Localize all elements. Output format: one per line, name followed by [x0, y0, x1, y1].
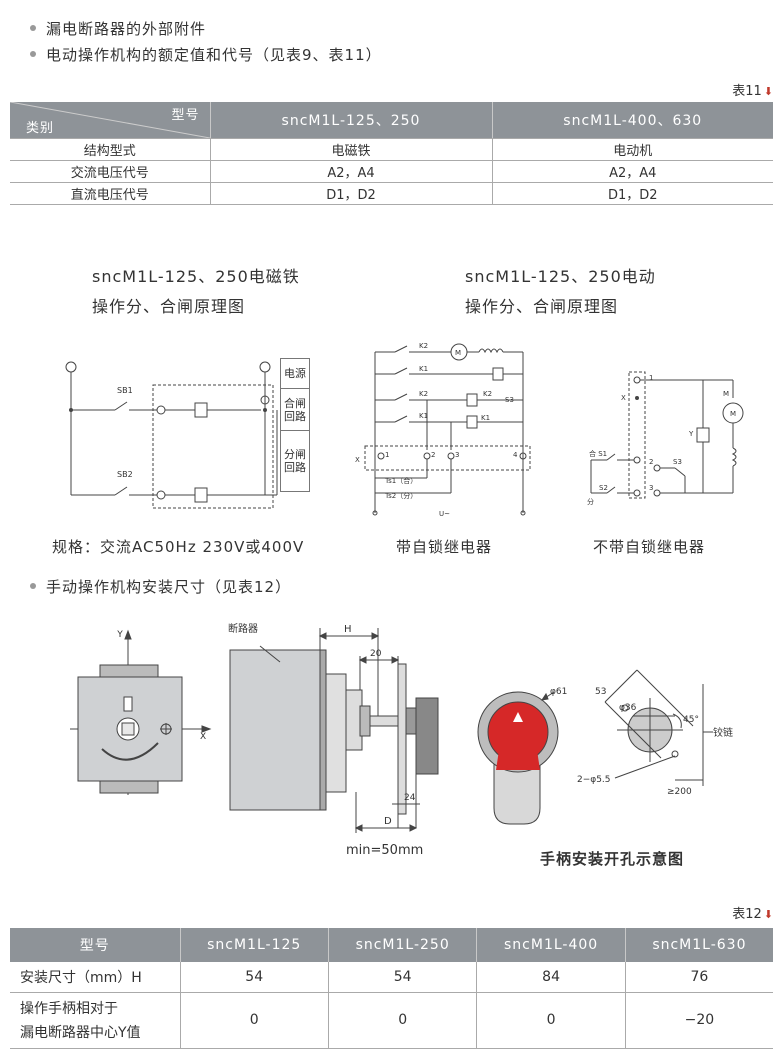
svg-text:S3: S3	[673, 458, 682, 466]
svg-text:U~: U~	[439, 510, 450, 518]
svg-text:X: X	[355, 456, 360, 464]
table12: 型号 sncM1L-125 sncM1L-250 sncM1L-400 sncM…	[10, 928, 773, 1049]
svg-text:铰链: 铰链	[713, 726, 733, 739]
svg-text:K1: K1	[419, 412, 428, 420]
electromagnet-circuit-diagram: SB1 SB2	[65, 361, 278, 509]
svg-text:φ61: φ61	[550, 687, 567, 697]
svg-text:min=50mm: min=50mm	[346, 843, 423, 858]
bullet-manual-mount: 手动操作机构安装尺寸（见表12）	[30, 576, 291, 597]
table-row: 结构型式 电磁铁 电动机	[10, 138, 773, 161]
table-row: 安装尺寸（mm）H 54 54 84 76	[10, 962, 773, 993]
svg-text:H: H	[344, 624, 352, 635]
self-lock-caption: 带自锁继电器	[396, 538, 493, 556]
panel-cutout-drawing: 53 φ36 45° 铰链 2−φ5.5 ≥200	[577, 669, 733, 797]
down-arrow-icon: ⬇	[763, 85, 773, 98]
svg-text:1: 1	[649, 374, 653, 382]
self-lock-relay-circuit-diagram: M K2 K1 K2 K2 S3 K1 K1 X 1 2 3 4 Ts1（合） …	[355, 342, 531, 518]
svg-text:Ts1（合）: Ts1（合）	[384, 476, 417, 485]
no-lock-caption: 不带自锁继电器	[593, 538, 706, 556]
label-open-circuit: 分闸回路	[284, 448, 306, 474]
svg-text:S3: S3	[505, 396, 514, 404]
table12-head-model: 型号	[10, 928, 181, 962]
svg-text:24: 24	[404, 793, 416, 803]
svg-text:M: M	[455, 349, 461, 357]
svg-text:分: 分	[587, 497, 594, 506]
svg-text:3: 3	[649, 484, 653, 492]
svg-text:K1: K1	[419, 365, 428, 373]
handle-top-view: φ61	[477, 687, 567, 825]
svg-text:Y: Y	[116, 630, 123, 640]
bullet-motor-ratings: 电动操作机构的额定值和代号（见表9、表11）	[30, 44, 382, 65]
table12-head-400: sncM1L-400	[476, 928, 626, 962]
spec-caption: 规格：交流AC50Hz 230V或400V	[52, 538, 305, 556]
svg-text:2: 2	[649, 458, 653, 466]
svg-text:M: M	[723, 390, 729, 398]
svg-text:1: 1	[385, 451, 389, 459]
svg-text:Y: Y	[688, 430, 694, 438]
svg-text:K1: K1	[481, 414, 490, 422]
svg-text:K2: K2	[483, 390, 492, 398]
handle-side-view: 断路器 H 20 24 D min=50mm	[228, 622, 439, 858]
table11: 型号 类别 sncM1L-125、250 sncM1L-400、630 结构型式…	[10, 102, 773, 205]
table11-corner-header: 型号 类别	[10, 102, 211, 139]
svg-text:K2: K2	[419, 390, 428, 398]
table-row: 操作手柄相对于 漏电断路器中心Y值 0 0 0 −20	[10, 992, 773, 1049]
svg-text:45°: 45°	[683, 715, 699, 725]
circuit-function-labels: 电源 合闸回路 分闸回路	[280, 358, 310, 492]
down-arrow-icon: ⬇	[763, 908, 773, 921]
svg-text:2: 2	[431, 451, 435, 459]
svg-text:3: 3	[455, 451, 459, 459]
table-row: 交流电压代号 A2，A4 A2，A4	[10, 160, 773, 183]
table-row: 直流电压代号 D1，D2 D1，D2	[10, 182, 773, 205]
table11-col1: sncM1L-125、250	[210, 102, 493, 139]
left-diagram-heading: sncM1L-125、250电磁铁 操作分、合闸原理图	[92, 267, 300, 316]
svg-text:X: X	[621, 394, 626, 402]
table12-head-125: sncM1L-125	[180, 928, 329, 962]
table12-label: 表12⬇	[732, 907, 773, 922]
svg-text:4: 4	[513, 451, 518, 459]
handle-cutout-caption: 手柄安装开孔示意图	[540, 850, 685, 868]
svg-text:2−φ5.5: 2−φ5.5	[577, 775, 611, 785]
svg-text:S2: S2	[599, 484, 608, 492]
bullet-dot-icon	[30, 582, 36, 589]
svg-text:20: 20	[370, 649, 382, 659]
svg-text:φ36: φ36	[619, 703, 637, 713]
svg-text:合 S1: 合 S1	[589, 449, 607, 458]
table12-head-250: sncM1L-250	[328, 928, 478, 962]
right-diagram-heading: sncM1L-125、250电动 操作分、合闸原理图	[465, 267, 656, 316]
svg-text:SB1: SB1	[117, 386, 133, 395]
table11-col2: sncM1L-400、630	[492, 102, 773, 139]
svg-text:断路器: 断路器	[228, 622, 258, 635]
bullet-external-accessories: 漏电断路器的外部附件	[30, 18, 206, 39]
table11-label: 表11⬇	[732, 84, 773, 99]
no-lock-relay-circuit-diagram: 1 X Y M M 合 S1 2 S3 S2 3 分	[587, 371, 744, 506]
handle-front-view: Y X	[70, 629, 212, 795]
bullet-dot-icon	[30, 50, 36, 57]
svg-text:K2: K2	[419, 342, 428, 350]
diagonal-line-icon	[10, 102, 210, 138]
svg-text:SB2: SB2	[117, 470, 133, 479]
svg-text:≥200: ≥200	[667, 787, 692, 797]
svg-text:X: X	[200, 732, 206, 742]
svg-text:D: D	[384, 816, 392, 827]
svg-text:Ts2（分）: Ts2（分）	[384, 491, 417, 500]
svg-text:53: 53	[595, 687, 606, 697]
label-power: 电源	[281, 359, 309, 389]
label-close-circuit: 合闸回路	[281, 389, 309, 431]
table12-head-630: sncM1L-630	[625, 928, 773, 962]
bullet-dot-icon	[30, 24, 36, 31]
svg-text:M: M	[730, 410, 736, 418]
